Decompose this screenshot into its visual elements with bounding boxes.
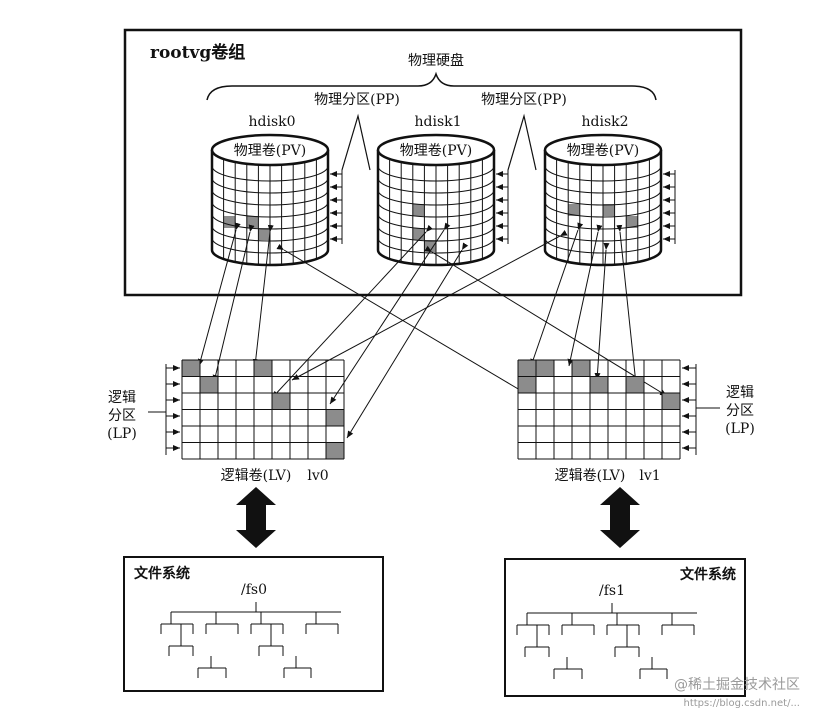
fs1-title: 文件系统 <box>680 566 736 583</box>
pp-lp-mapping-arrow <box>346 242 469 439</box>
lp-label-right-2: 分区 <box>726 403 754 419</box>
lv1-label: 逻辑卷(LV) <box>555 468 626 484</box>
lp-label-right-1: 逻辑 <box>726 385 754 401</box>
disk-grid-h <box>377 201 495 218</box>
disk-shaded-pp <box>603 204 615 216</box>
lv-shaded-lp <box>626 376 644 393</box>
fs1-box <box>504 558 746 697</box>
disk-2: 物理卷(PV) hdisk2 <box>543 114 676 267</box>
lp-label-left-3: (LP) <box>107 426 137 442</box>
disk-grid-h <box>377 189 495 206</box>
pp-label-2: 物理分区(PP) <box>481 92 567 108</box>
disk-shaded-pp <box>626 216 638 228</box>
lp-label-right-3: (LP) <box>725 421 755 437</box>
fs0-root: /fs0 <box>241 582 267 598</box>
lv-shaded-lp <box>200 376 218 393</box>
directory-trees <box>160 602 697 679</box>
volume-group-title: rootvg卷组 <box>150 42 245 63</box>
pp-pointer-2 <box>507 113 537 171</box>
lv-shaded-lp <box>326 442 344 459</box>
pp-lp-mapping-arrow <box>252 224 274 367</box>
directory-tree-1 <box>516 603 697 679</box>
lv-shaded-lp <box>662 393 680 410</box>
lv-shaded-lp <box>182 360 200 377</box>
disk-pv-label: 物理卷(PV) <box>234 143 306 159</box>
disk-grid-h <box>211 165 329 182</box>
lv-shaded-lp <box>326 409 344 426</box>
disk-shaded-pp <box>568 204 580 216</box>
hard-disks-label: 物理硬盘 <box>408 52 464 69</box>
disk-shaded-pp <box>412 204 425 216</box>
disk-grid-h <box>377 177 495 194</box>
disk-top <box>210 133 330 167</box>
fs1-root: /fs1 <box>599 583 625 599</box>
lp-label-left-1: 逻辑 <box>108 390 136 406</box>
disk-grid-h <box>544 177 662 194</box>
disk-grid-h <box>211 177 329 194</box>
fs0-title: 文件系统 <box>134 565 190 582</box>
disk-1: 物理卷(PV) hdisk1 <box>376 114 509 267</box>
disk-name: hdisk2 <box>581 114 628 130</box>
lv-0 <box>148 359 345 460</box>
disk-top <box>543 133 663 167</box>
lv0-name: lv0 <box>307 468 328 484</box>
disk-shaded-pp <box>412 228 425 240</box>
watermark-url: https://blog.csdn.net/... <box>683 698 800 709</box>
lv0-label: 逻辑卷(LV) <box>221 468 292 484</box>
disk-pv-label: 物理卷(PV) <box>400 143 472 159</box>
disk-shaded-pp <box>246 216 259 228</box>
mapping-arrows <box>197 222 668 439</box>
disk-grid-h <box>211 201 329 218</box>
disk-name: hdisk1 <box>414 114 461 130</box>
fs0-box <box>123 556 384 692</box>
logical-volume-group <box>148 359 720 460</box>
disk-grid-h <box>544 201 662 218</box>
lv0-fs0-double-arrow <box>236 487 276 548</box>
directory-tree-0 <box>160 602 341 678</box>
disk-grid-h <box>544 165 662 182</box>
lp-label-left-2: 分区 <box>108 408 136 424</box>
watermark-brand: @稀土掘金技术社区 <box>674 677 800 693</box>
lv-shaded-lp <box>518 376 536 393</box>
lv1-fs1-double-arrow <box>600 487 640 548</box>
disk-0: 物理卷(PV) hdisk0 <box>210 114 343 267</box>
lv-shaded-lp <box>572 360 590 377</box>
disk-group: 物理卷(PV) hdisk0 物理卷(PV) hdisk1 物理卷(PV) hdisk2 <box>210 114 676 267</box>
lv-shaded-lp <box>536 360 554 377</box>
lv-shaded-lp <box>272 393 290 410</box>
disk-pv-label: 物理卷(PV) <box>567 143 639 159</box>
lv-shaded-lp <box>254 360 272 377</box>
pp-lp-mapping-arrow <box>276 243 526 394</box>
lv1-name: lv1 <box>639 468 660 484</box>
disk-top <box>376 133 496 167</box>
disk-name: hdisk0 <box>248 114 295 130</box>
disk-grid-h <box>544 189 662 206</box>
pp-pointer-1 <box>341 113 371 171</box>
lv-shaded-lp <box>590 376 608 393</box>
disk-grid-h <box>544 213 662 230</box>
disk-shaded-pp <box>223 216 236 228</box>
disk-shaded-pp <box>258 228 270 240</box>
lv-1 <box>517 359 720 460</box>
pp-label-1: 物理分区(PP) <box>314 92 400 108</box>
disk-grid-h <box>377 165 495 182</box>
disk-grid-h <box>211 189 329 206</box>
hard-disks-brace <box>206 71 657 101</box>
pp-lp-mapping-arrow <box>424 245 668 397</box>
lv-shaded-lp <box>518 360 536 377</box>
pp-lp-mapping-arrow <box>212 224 255 383</box>
